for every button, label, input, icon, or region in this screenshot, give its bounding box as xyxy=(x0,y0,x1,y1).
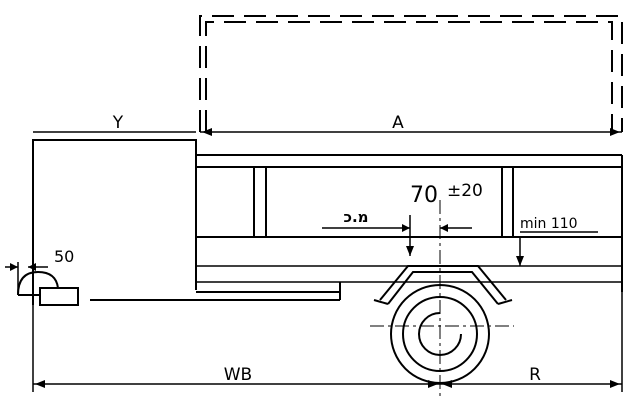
dim-label-r: R xyxy=(529,365,541,385)
frame-posts xyxy=(253,167,514,237)
wheel-fender xyxy=(373,265,513,305)
body-outline-dashed xyxy=(199,15,623,132)
dim-label-hebrew: מ.כ xyxy=(343,208,368,226)
dim-label-a: A xyxy=(392,113,404,133)
dim-label-50: 50 xyxy=(54,247,74,266)
dim-label-wb: WB xyxy=(224,365,252,385)
cab xyxy=(32,139,197,305)
rear-wheel xyxy=(370,200,514,400)
dim-label-tolerance: ±20 xyxy=(447,181,483,201)
dim-label-70: 70 xyxy=(410,183,438,208)
dim-label-min: min 110 xyxy=(520,216,578,232)
dimension-lines xyxy=(5,128,623,392)
dim-label-y: Y xyxy=(112,113,124,133)
front-hitch xyxy=(17,270,79,306)
